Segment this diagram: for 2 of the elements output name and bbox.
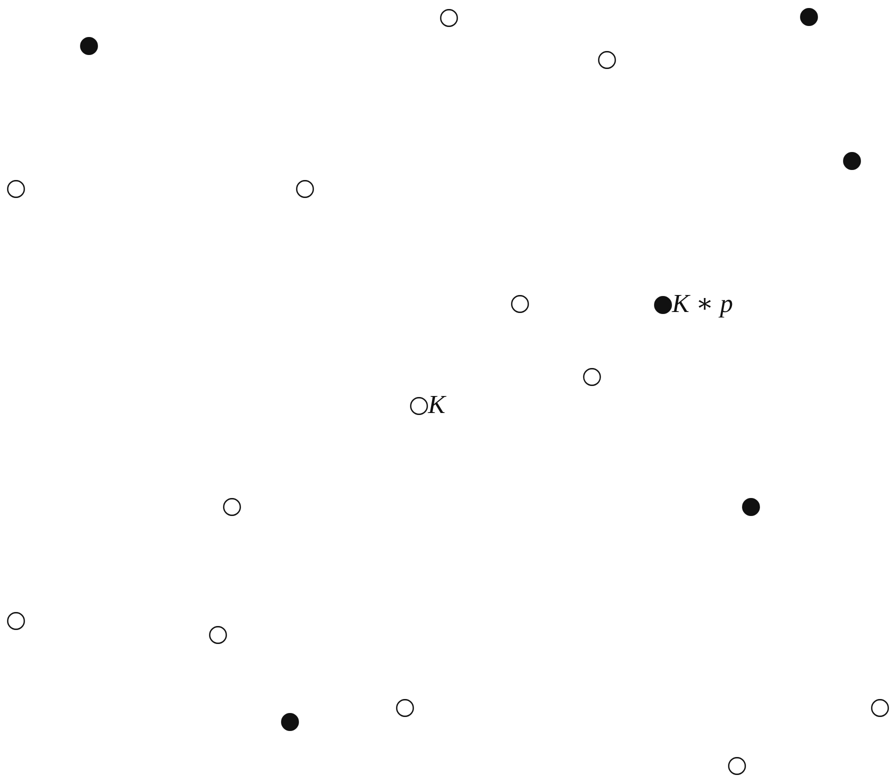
point-label: K ∗ p — [672, 289, 734, 319]
point-label: K — [428, 390, 446, 420]
